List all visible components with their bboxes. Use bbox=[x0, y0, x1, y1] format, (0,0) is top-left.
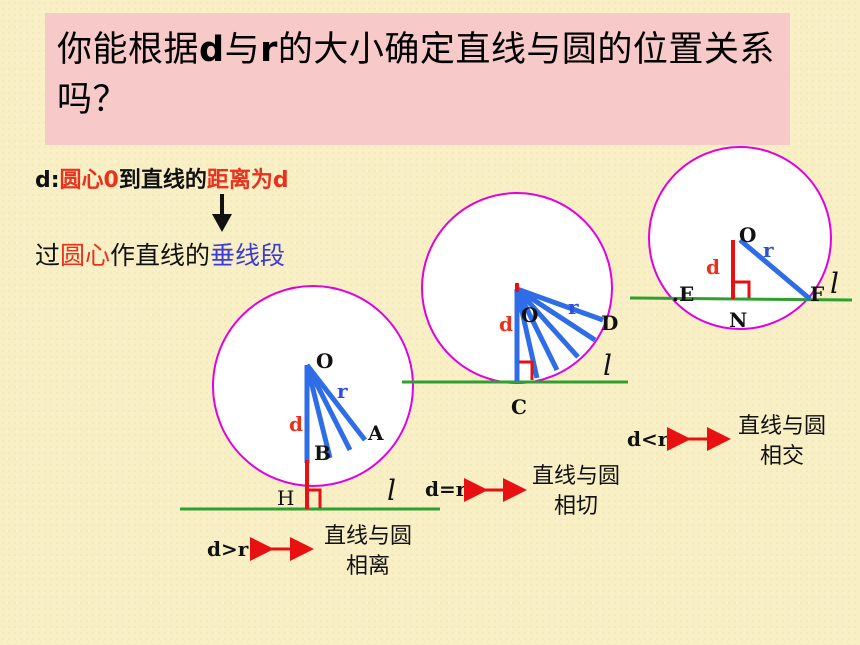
radii-separate bbox=[304, 363, 367, 463]
title-d: d bbox=[199, 30, 225, 70]
desc-tangent-line1: 直线与圆 bbox=[531, 464, 620, 489]
label-F-intersect: F bbox=[810, 282, 824, 306]
label-l-separate: l bbox=[387, 474, 396, 507]
def-distance: 距离为d bbox=[206, 168, 289, 193]
right-angle-intersect bbox=[735, 280, 751, 298]
title-r: r bbox=[260, 30, 278, 70]
label-D-tangent: D bbox=[601, 311, 618, 335]
relation-tangent: d=r bbox=[425, 477, 467, 501]
label-d-intersect: d bbox=[706, 255, 720, 279]
right-angle-tangent bbox=[519, 360, 534, 380]
diagram-tangent: O r d D C l d=r bbox=[402, 192, 628, 502]
label-H-separate: H bbox=[277, 486, 294, 510]
diagram-intersect: O r d .E F N l d<r bbox=[627, 146, 853, 451]
label-O-separate: O bbox=[316, 349, 333, 373]
perp-middle: 作直线的 bbox=[110, 241, 211, 270]
relation-intersect: d<r bbox=[627, 427, 669, 451]
down-arrow-icon bbox=[212, 194, 232, 232]
desc-separate-line2: 相离 bbox=[345, 554, 390, 579]
label-O-tangent: O bbox=[521, 303, 538, 327]
desc-separate: 直线与圆 相离 bbox=[310, 522, 426, 582]
title-mid: 与 bbox=[224, 30, 261, 70]
label-l-tangent: l bbox=[603, 349, 612, 382]
def-circle-center: 圆心0 bbox=[59, 168, 119, 193]
label-r-tangent: r bbox=[568, 295, 579, 319]
def-to-line: 到直线的 bbox=[118, 168, 207, 193]
radius-intersect bbox=[738, 238, 812, 301]
label-d-separate: d bbox=[289, 412, 303, 436]
perpendicular-line: 过圆心作直线的垂线段 bbox=[35, 236, 285, 272]
desc-intersect: 直线与圆 相交 bbox=[724, 412, 840, 472]
title-part2: 的大小确定直线与圆的位置关系吗？ bbox=[57, 30, 775, 120]
definition-line: d:圆心0到直线的距离为d bbox=[35, 162, 289, 194]
label-N-intersect: N bbox=[729, 308, 747, 332]
label-d-tangent: d bbox=[499, 312, 513, 336]
right-angle-separate bbox=[309, 488, 322, 508]
circle-intersect bbox=[648, 146, 832, 330]
perp-prefix: 过 bbox=[35, 241, 61, 270]
diagram-separate: O r d A B H l d>r bbox=[180, 285, 440, 561]
desc-intersect-line2: 相交 bbox=[759, 444, 804, 469]
label-O-intersect: O bbox=[739, 223, 756, 247]
label-C-tangent: C bbox=[511, 395, 527, 419]
perp-segment: 垂线段 bbox=[210, 241, 286, 270]
desc-intersect-line1: 直线与圆 bbox=[737, 414, 826, 439]
desc-tangent: 直线与圆 相切 bbox=[518, 462, 634, 522]
perp-center: 圆心 bbox=[60, 241, 111, 270]
title-box: 你能根据d与r的大小确定直线与圆的位置关系吗？ bbox=[45, 13, 790, 145]
relation-separate: d>r bbox=[207, 537, 249, 561]
label-B-separate: B bbox=[314, 441, 331, 465]
title-part1: 你能根据 bbox=[57, 30, 200, 70]
page-title: 你能根据d与r的大小确定直线与圆的位置关系吗？ bbox=[57, 25, 776, 125]
label-r-intersect: r bbox=[763, 238, 774, 262]
radii-tangent bbox=[514, 286, 604, 381]
desc-separate-line1: 直线与圆 bbox=[323, 524, 412, 549]
label-l-intersect: l bbox=[830, 267, 839, 300]
label-E-intersect: .E bbox=[672, 282, 694, 306]
desc-tangent-line2: 相切 bbox=[553, 494, 598, 519]
def-symbol: d: bbox=[35, 168, 60, 193]
line-intersect bbox=[629, 296, 853, 302]
label-r-separate: r bbox=[337, 379, 348, 403]
label-A-separate: A bbox=[367, 421, 384, 445]
